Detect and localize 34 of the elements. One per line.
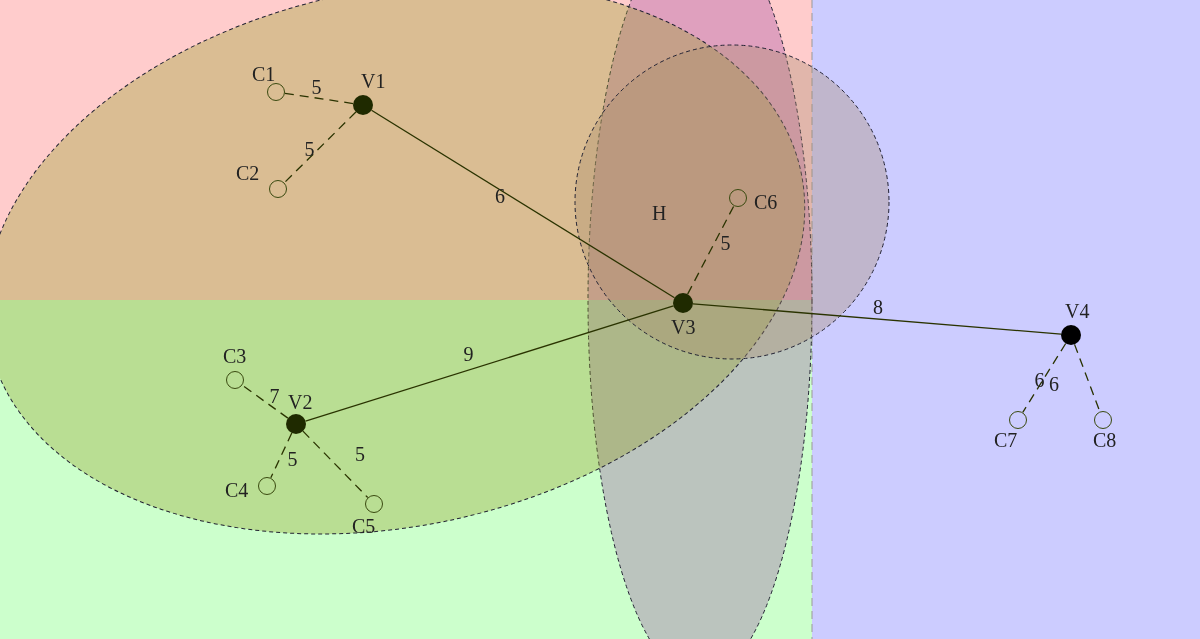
edge-weight: 5 xyxy=(287,449,298,469)
node-label: C3 xyxy=(223,346,247,366)
dashed-connector xyxy=(302,430,369,499)
dashed-connector xyxy=(241,384,289,419)
node-label: C1 xyxy=(252,64,276,84)
edge-weight: 8 xyxy=(873,297,883,317)
region-label: H xyxy=(652,203,667,223)
edge-weight: 5 xyxy=(311,76,322,97)
edge-weight: 6 xyxy=(1034,369,1045,390)
connector-line xyxy=(370,109,676,299)
edge-weight: 5 xyxy=(304,139,315,159)
node-label: V3 xyxy=(671,317,696,337)
edge-weight: 5 xyxy=(720,232,731,253)
dashed-connector xyxy=(283,111,357,184)
node-label: C7 xyxy=(994,430,1018,450)
connector-line xyxy=(304,305,675,422)
node-label: C8 xyxy=(1093,430,1117,450)
dashed-connector xyxy=(284,92,354,105)
edge-weight: 9 xyxy=(463,343,474,364)
edge-weight: 5 xyxy=(355,444,365,464)
dashed-connector xyxy=(1022,342,1067,413)
dashed-connector xyxy=(687,205,735,295)
node-label: V4 xyxy=(1065,301,1090,321)
edge-weight: 7 xyxy=(269,386,280,406)
node-label: V1 xyxy=(361,71,386,91)
node-label: C4 xyxy=(225,480,249,500)
edge-weight: 6 xyxy=(495,186,505,206)
node-label: C5 xyxy=(352,516,376,536)
dashed-connector xyxy=(270,432,293,479)
node-label: C2 xyxy=(236,163,260,183)
connector-line xyxy=(692,303,1062,335)
edge-weight: 6 xyxy=(1049,373,1059,394)
node-label: V2 xyxy=(288,392,313,412)
node-label: C6 xyxy=(754,192,778,212)
